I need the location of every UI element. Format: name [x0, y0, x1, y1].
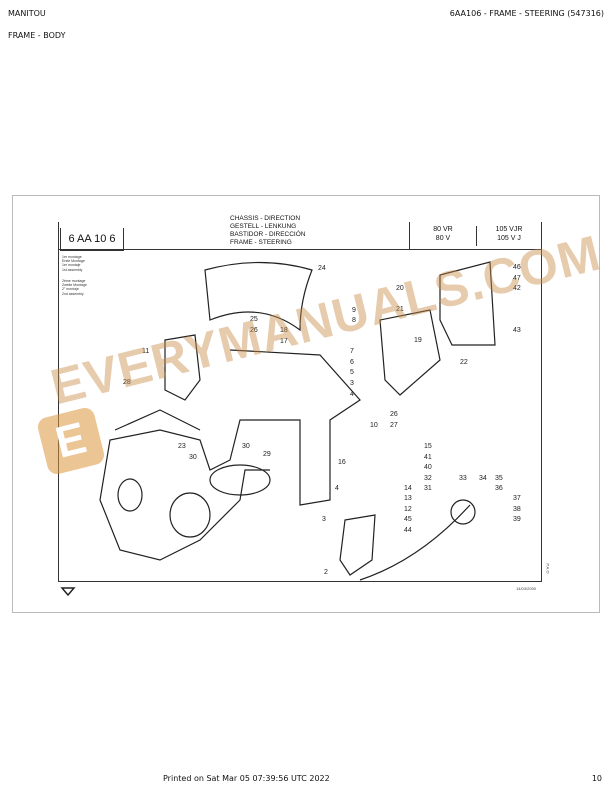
callout-4: 4: [335, 485, 339, 492]
callout-18: 18: [280, 327, 288, 334]
callout-36: 36: [495, 485, 503, 492]
models-80: 80 VR 80 V: [415, 225, 471, 243]
callout-10: 10: [370, 422, 378, 429]
callout-39: 39: [513, 516, 521, 523]
callout-12: 12: [404, 506, 412, 513]
callout-9: 9: [352, 307, 356, 314]
plate-code: 6 AA 10 6: [60, 228, 124, 251]
divider: [409, 222, 410, 249]
title-rule: [58, 249, 542, 250]
callout-26: 26: [390, 411, 398, 418]
callout-4: 4: [350, 391, 354, 398]
callout-44: 44: [404, 527, 412, 534]
callout-21: 21: [396, 306, 404, 313]
turntable: [209, 464, 271, 496]
callout-20: 20: [396, 285, 404, 292]
callout-37: 37: [513, 495, 521, 502]
legend-line: 1er montaje: [62, 263, 81, 268]
title-fr: CHASSIS - DIRECTION: [230, 215, 301, 222]
legend-line: Zweite Montage: [62, 283, 87, 288]
callout-14: 14: [404, 485, 412, 492]
divider: [476, 226, 477, 246]
callout-16: 16: [338, 459, 346, 466]
brand: MANITOU: [8, 9, 46, 18]
printed-date: Printed on Sat Mar 05 07:39:56 UTC 2022: [163, 774, 330, 783]
plate-titles: CHASSIS - DIRECTION GESTELL - LENKUNG BA…: [230, 215, 305, 247]
callout-45: 45: [404, 516, 412, 523]
legend-line: 2nd assembly: [62, 291, 84, 296]
title-de: GESTELL - LENKUNG: [230, 223, 297, 230]
callout-2: 2: [324, 569, 328, 576]
callout-3: 3: [322, 516, 326, 523]
next-page-arrow: [60, 587, 76, 597]
frame-top: [114, 409, 201, 431]
callout-8: 8: [352, 317, 356, 324]
legend-line: 2° montaje: [62, 287, 79, 292]
callout-43: 43: [513, 327, 521, 334]
models-105: 105 VJR 105 V J: [480, 225, 538, 243]
callout-3: 3: [350, 380, 354, 387]
callout-42: 42: [513, 285, 521, 292]
callout-35: 35: [495, 475, 503, 482]
callout-31: 31: [424, 485, 432, 492]
drawing-border: [58, 222, 542, 582]
callout-22: 22: [460, 359, 468, 366]
model: 105 V J: [497, 235, 521, 242]
callout-29: 29: [263, 451, 271, 458]
pivot-bore: [169, 492, 211, 538]
steering-knuckle: [339, 514, 376, 576]
callout-6: 6: [350, 359, 354, 366]
callout-30: 30: [189, 454, 197, 461]
page-number: 10: [591, 774, 602, 783]
callout-7: 7: [350, 348, 354, 355]
callout-41: 41: [424, 454, 432, 461]
guard-part: [204, 261, 313, 332]
callout-25: 25: [250, 316, 258, 323]
callout-27: 27: [390, 422, 398, 429]
callout-17: 17: [280, 338, 288, 345]
bore: [117, 478, 143, 512]
callout-13: 13: [404, 495, 412, 502]
legend-line: Erste Montage: [62, 259, 85, 264]
callout-47: 47: [513, 275, 521, 282]
callout-28: 28: [123, 379, 131, 386]
callout-19: 19: [414, 337, 422, 344]
callout-46: 46: [513, 264, 521, 271]
plate-date: 14/03/2000: [516, 586, 537, 591]
drawing-frame: [12, 195, 600, 613]
bracket: [164, 334, 201, 401]
model: 105 VJR: [495, 226, 523, 233]
frame-body: [99, 349, 361, 561]
title-es: BASTIDOR - DIRECCIÓN: [230, 231, 306, 238]
doc-reference: 6AA106 - FRAME - STEERING (547316): [449, 9, 604, 18]
title-en: FRAME - STEERING: [230, 239, 292, 246]
callout-32: 32: [424, 475, 432, 482]
callout-15: 15: [424, 443, 432, 450]
plate-guard: [439, 261, 496, 346]
model: 80 V: [435, 235, 451, 242]
callout-34: 34: [479, 475, 487, 482]
callout-5: 5: [350, 369, 354, 376]
legend-line: 1er montage: [62, 255, 82, 259]
callout-38: 38: [513, 506, 521, 513]
hub: [450, 499, 476, 525]
section-title: FRAME - BODY: [8, 31, 66, 40]
callout-24: 24: [318, 265, 326, 272]
hose: [359, 504, 471, 581]
callout-33: 33: [459, 475, 467, 482]
model: 80 VR: [433, 226, 453, 233]
callout-40: 40: [424, 464, 432, 471]
legend-line: 1st assembly: [62, 267, 83, 272]
callout-30: 30: [242, 443, 250, 450]
cover: [379, 309, 441, 396]
callout-11: 11: [142, 348, 150, 355]
callout-26: 26: [250, 327, 258, 334]
callout-23: 23: [178, 443, 186, 450]
side-code: P.A.O: [545, 563, 551, 574]
legend-line: 2ème montage: [62, 279, 86, 283]
